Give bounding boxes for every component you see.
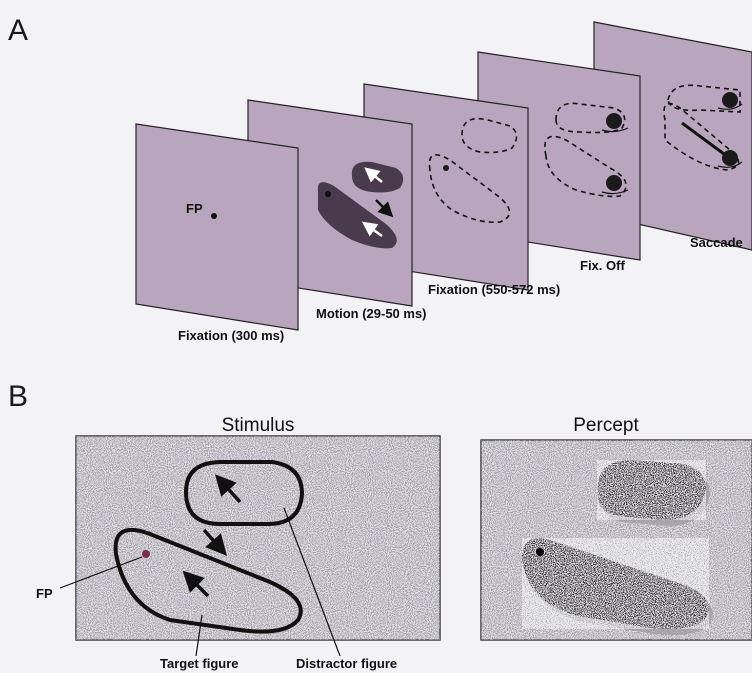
stimulus-fixation-point [142,550,150,558]
percept-fixation-point [536,548,544,556]
panel-a-letter: A [8,14,28,47]
frame-label-fixation-initial: Fixation (300 ms) [178,328,284,343]
panel-b-letter: B [8,380,28,413]
percept-title: Percept [573,415,639,436]
distractor-figure-label: Distractor figure [296,656,397,671]
target-figure-label: Target figure [160,656,239,671]
frame-label-fixation-late: Fixation (550-572 ms) [428,282,560,297]
frame-label-fix-off: Fix. Off [580,258,625,273]
fixation-point-dot [211,213,217,219]
fp-label-frame1: FP [186,201,203,216]
fp-label-stimulus: FP [36,586,53,601]
frame-label-saccade: Saccade [690,235,743,250]
percept-panel [481,440,752,640]
frame-label-motion: Motion (29-50 ms) [316,306,427,321]
frame-fixation-initial [136,124,298,330]
stimulus-title: Stimulus [222,415,295,436]
stimulus-panel [76,436,440,640]
